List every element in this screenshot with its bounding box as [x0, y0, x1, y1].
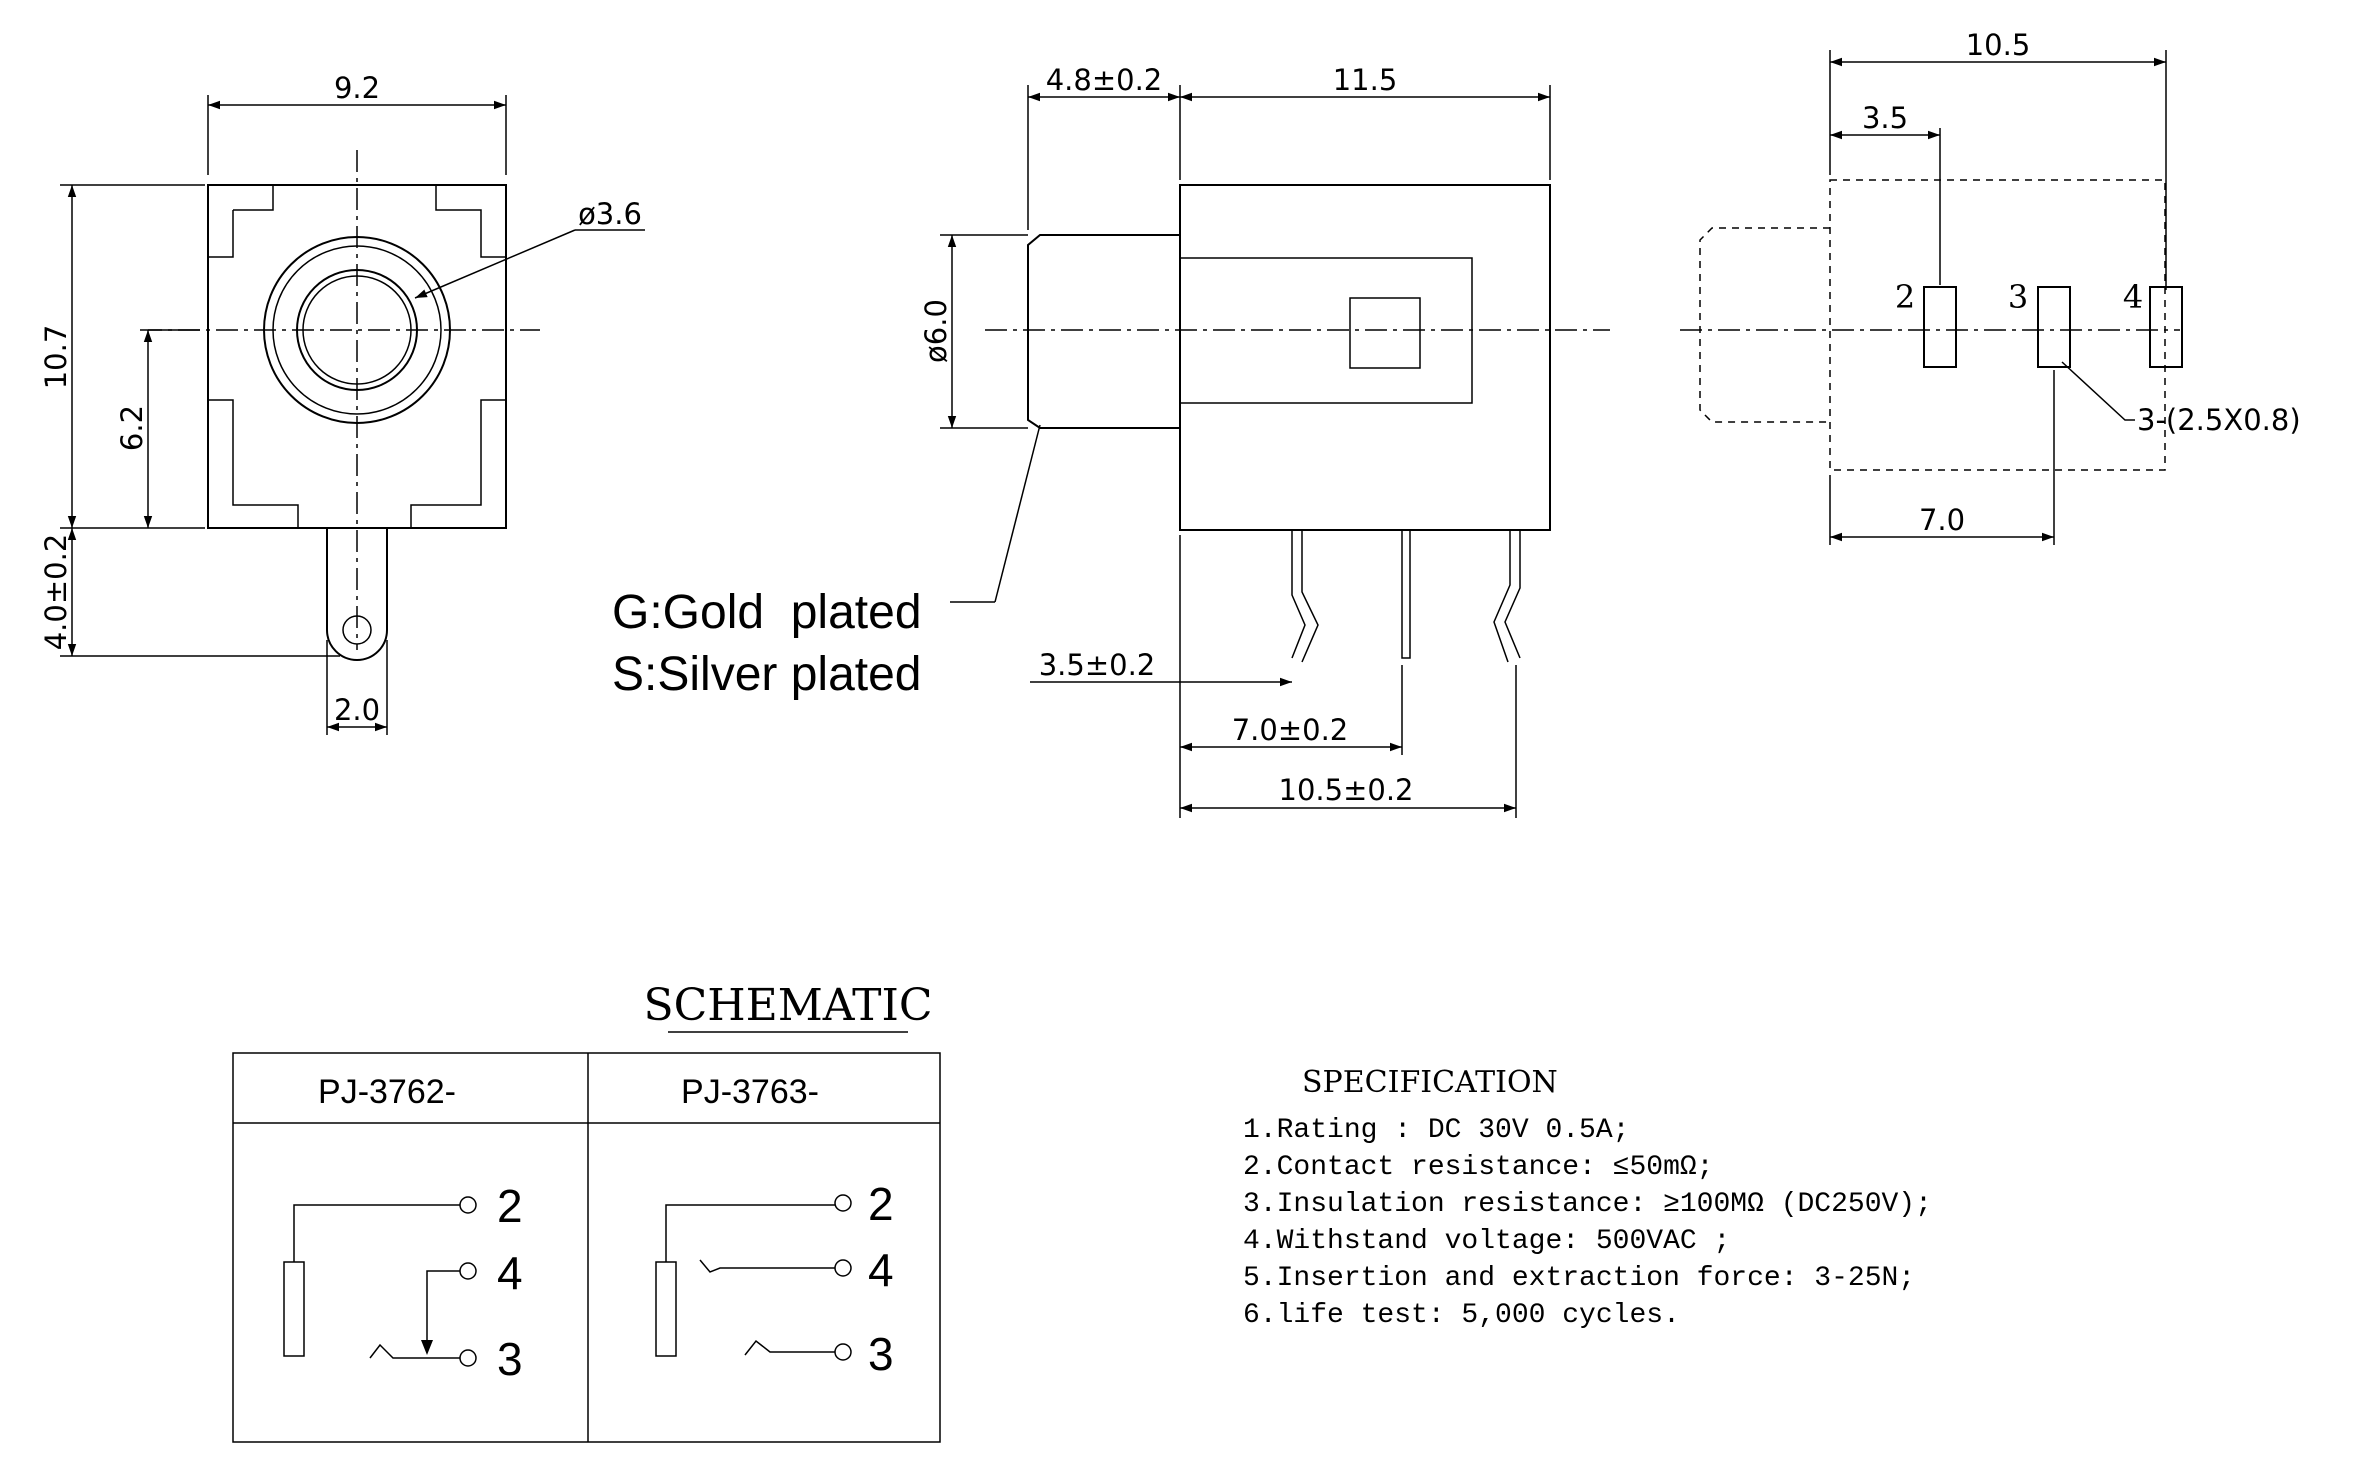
dim-pin-length: 4.0±0.2: [39, 534, 73, 651]
sleeve-contact: [283, 1261, 305, 1357]
terminal-3: [834, 1343, 852, 1361]
sleeve-contact: [655, 1261, 677, 1357]
terminal-label-2: 2: [497, 1180, 523, 1232]
dim-width: 9.2: [334, 71, 380, 105]
terminal-4: [459, 1262, 477, 1280]
schematic-model-3763: PJ-3763-: [681, 1073, 819, 1111]
footprint-pad-3: [2037, 286, 2071, 368]
side-pin-right: [1493, 530, 1521, 663]
dim-footprint-total: 10.5: [1966, 28, 2031, 62]
footprint-pin-label-4: 4: [2123, 278, 2143, 316]
side-window: [1349, 297, 1421, 369]
dim-bore-diameter: ø3.6: [578, 197, 642, 231]
footprint-nose: [1699, 227, 1830, 423]
dim-height: 10.7: [39, 325, 73, 390]
side-body: [1179, 184, 1551, 531]
front-pin: [326, 528, 388, 661]
dim-diameter: ø6.0: [919, 299, 953, 363]
dim-pin3: 10.5±0.2: [1279, 773, 1414, 807]
specification: SPECIFICATION 1.Rating : DC 30V 0.5A; 2.…: [1243, 1065, 1932, 1331]
footprint-pad-4: [2149, 286, 2183, 368]
footprint-pad-2: [1923, 286, 1957, 368]
bore-leader: [414, 229, 576, 299]
side-pin-mid: [1401, 529, 1411, 659]
side-pin-left: [1291, 530, 1319, 663]
footprint-pin-label-3: 3: [2008, 278, 2028, 316]
spec-item-6: 6.life test: 5,000 cycles.: [1243, 1300, 1680, 1331]
terminal-label-3: 3: [497, 1333, 523, 1385]
spec-item-4: 4.Withstand voltage: 500VAC ;: [1243, 1226, 1730, 1257]
front-view: 9.2 10.7 6.2 4.0±0.2 2.0 ø3.6: [39, 71, 645, 735]
terminal-2: [459, 1196, 477, 1214]
plating-silver: S:Silver plated: [612, 648, 922, 701]
circuit-3762: 2 4 3: [283, 1180, 523, 1385]
dim-pin1: 3.5±0.2: [1039, 648, 1156, 682]
spec-item-3: 3.Insulation resistance: ≥100MΩ (DC250V)…: [1243, 1189, 1932, 1220]
pad-note-leader: [2061, 361, 2135, 421]
dim-body-length: 11.5: [1333, 63, 1398, 97]
footprint-pin-label-2: 2: [1895, 278, 1915, 316]
plating-leader: [994, 424, 1041, 603]
schematic-model-3762: PJ-3762-: [318, 1073, 456, 1111]
side-nose: [1027, 234, 1180, 429]
terminal-4: [834, 1259, 852, 1277]
footprint-view: 2 3 4 10.5 3.5 7.0 3-(2.5X0.8): [1680, 28, 2301, 545]
dim-pin2: 7.0±0.2: [1232, 713, 1349, 747]
front-pin-hole: [342, 615, 372, 645]
spec-item-5: 5.Insertion and extraction force: 3-25N;: [1243, 1263, 1915, 1294]
dim-pin-width: 2.0: [334, 693, 380, 727]
dim-front-length: 4.8±0.2: [1046, 63, 1163, 97]
footprint-body-outline: [1829, 179, 2166, 471]
schematic: SCHEMATIC PJ-3762- PJ-3763- 2 4 3 2: [232, 980, 941, 1443]
schematic-title: SCHEMATIC: [643, 980, 932, 1031]
schematic-table: [232, 1052, 941, 1443]
terminal-label-2: 2: [868, 1178, 894, 1230]
circuit-3763: 2 4 3: [655, 1178, 894, 1380]
spec-item-2: 2.Contact resistance: ≤50mΩ;: [1243, 1152, 1713, 1183]
dim-center-height: 6.2: [115, 405, 149, 451]
front-body-outline: [207, 184, 507, 529]
pad-note: 3-(2.5X0.8): [2137, 403, 2301, 437]
terminal-label-3: 3: [868, 1328, 894, 1380]
spec-title: SPECIFICATION: [1302, 1065, 1558, 1100]
terminal-label-4: 4: [497, 1247, 523, 1299]
front-body-recess: [208, 185, 506, 528]
dim-footprint-first: 3.5: [1862, 101, 1908, 135]
plating-gold: G:Gold plated: [612, 586, 922, 639]
terminal-2: [834, 1194, 852, 1212]
dim-footprint-mid: 7.0: [1919, 503, 1965, 537]
spec-item-1: 1.Rating : DC 30V 0.5A;: [1243, 1115, 1629, 1146]
side-view: 4.8±0.2 11.5 ø6.0 3.5±0.2 7.0±0.2 10.5±0…: [919, 63, 1610, 818]
terminal-3: [459, 1349, 477, 1367]
terminal-label-4: 4: [868, 1244, 894, 1296]
